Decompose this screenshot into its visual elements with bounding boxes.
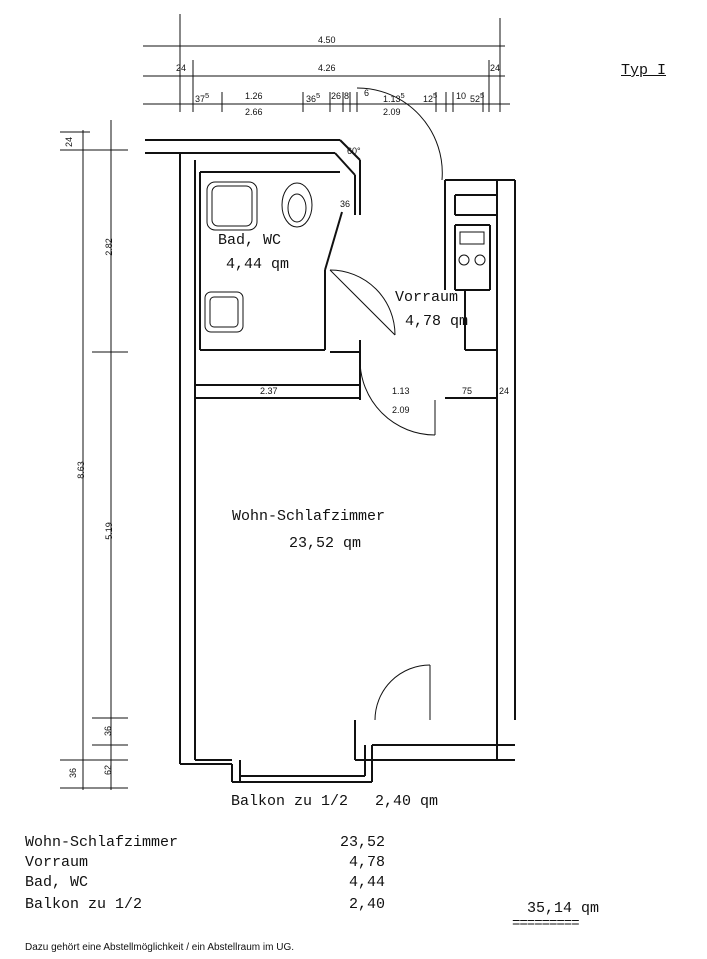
total-underline: ========= (512, 916, 580, 932)
summary-value: 4,78 (348, 854, 385, 871)
summary-value: 23,52 (339, 834, 385, 851)
table-row: Bad, WC 4,44 (25, 874, 385, 894)
dim-label-8-63: 8.63 (75, 461, 86, 479)
dim-label-4-50: 4.50 (318, 35, 336, 45)
dim-label-36b: 36 (68, 767, 79, 779)
dim-label-52-5: 525 (470, 91, 485, 104)
stove-burner (458, 254, 470, 266)
room-bad-area: 4,44 qm (226, 256, 290, 273)
dim-label-1-26: 1.26 (245, 91, 263, 101)
dim-label-24-mid: 24 (499, 386, 510, 396)
summary-value: 2,40 (348, 896, 385, 913)
dim-label-2-09-top: 2.09 (383, 107, 401, 117)
dim-label-1-13-mid: 1.13 (392, 386, 410, 396)
door-balcony (374, 664, 431, 721)
total-area: 35,14 qm (527, 900, 600, 917)
room-bad-name: Bad, WC (218, 232, 282, 249)
dim-label-26: 26 (331, 91, 342, 101)
room-wohn-name: Wohn-Schlafzimmer (232, 508, 386, 525)
room-vorraum-name: Vorraum (395, 289, 459, 306)
door-living (359, 359, 436, 436)
door-entrance (356, 87, 443, 181)
dim-label-75: 75 (462, 386, 473, 396)
dim-label-24-right: 24 (490, 63, 501, 73)
footnote: Dazu gehört eine Abstellmöglichkeit / ei… (25, 942, 295, 953)
summary-label: Bad, WC (25, 874, 89, 891)
table-row: Vorraum 4,78 (25, 854, 385, 874)
summary-label: Wohn-Schlafzimmer (25, 834, 179, 851)
dim-label-24-left: 24 (176, 63, 187, 73)
room-vorraum-area: 4,78 qm (405, 313, 469, 330)
toilet-fixture (281, 182, 313, 228)
dim-label-10: 10 (456, 91, 467, 101)
dim-label-12-5: 125 (423, 91, 438, 104)
dim-label-62: 62 (103, 764, 114, 776)
dim-label-angle-60: 60° (347, 146, 361, 156)
dim-label-2-37: 2.37 (260, 386, 278, 396)
dim-label-5-19: 5.19 (103, 522, 114, 540)
room-wohn-area: 23,52 qm (289, 535, 362, 552)
summary-label: Vorraum (25, 854, 89, 871)
table-row: Balkon zu 1/2 2,40 (25, 896, 385, 916)
typ-label: Typ I (621, 62, 667, 79)
summary-value: 4,44 (348, 874, 385, 891)
dim-label-1-13-5: 1.135 (383, 91, 405, 104)
summary-label: Balkon zu 1/2 (25, 896, 143, 913)
room-balkon-label: Balkon zu 1/2 2,40 qm (231, 793, 439, 810)
dim-label-36: 36 (103, 725, 114, 737)
dim-label-left-24: 24 (64, 136, 75, 148)
dim-label-2-82: 2.82 (103, 238, 114, 256)
dim-label-36-5: 365 (306, 91, 321, 104)
dim-label-8: 8 (344, 91, 350, 101)
dim-label-37-5: 375 (195, 91, 210, 104)
dim-label-36-bath: 36 (340, 199, 351, 209)
sink-fixture (206, 181, 258, 231)
dim-label-2-09-mid: 2.09 (392, 405, 410, 415)
door-bath (329, 269, 396, 336)
table-row: Wohn-Schlafzimmer 23,52 (25, 834, 385, 854)
dim-label-6: 6 (364, 88, 370, 98)
shower-fixture (204, 291, 244, 333)
dim-label-4-26: 4.26 (318, 63, 336, 73)
dim-label-2-66: 2.66 (245, 107, 263, 117)
